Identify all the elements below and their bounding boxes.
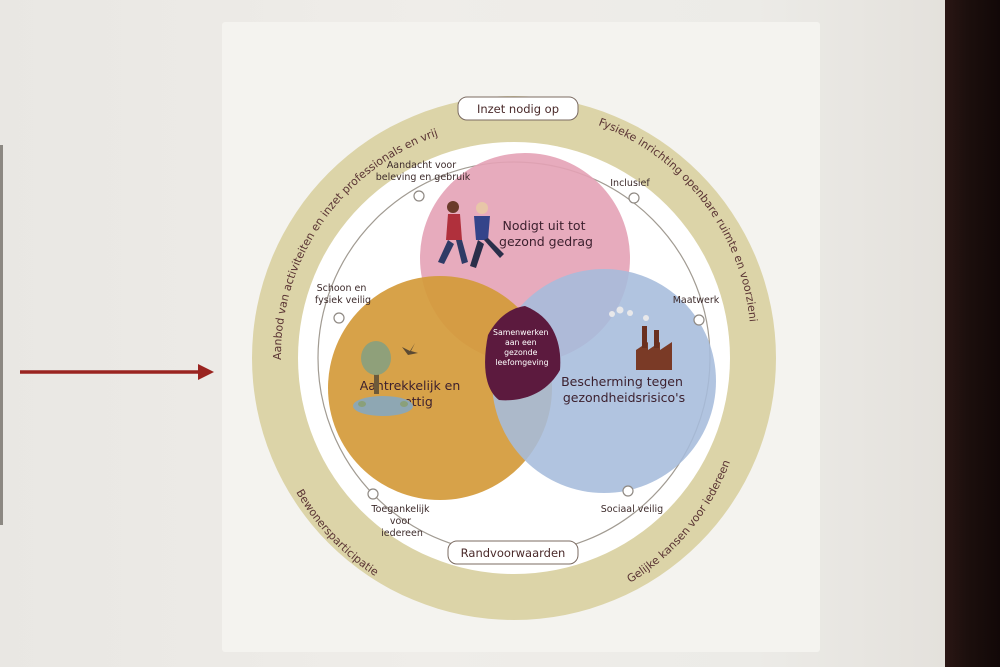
bird-icon [402, 343, 418, 355]
runners-icon [438, 201, 504, 268]
projection-screen: Inzet nodig op Randvoorwaarden Aanbod va… [0, 0, 945, 667]
marker-maatwerk [693, 314, 705, 326]
marker-aandacht [413, 190, 425, 202]
ring-markers [333, 190, 705, 500]
tree-pond-icon [353, 341, 413, 416]
circle-right-title: Bescherming tegen gezondheidsrisico's [561, 374, 687, 405]
marker-inclusief [628, 192, 640, 204]
label-aandacht: Aandacht voor beleving en gebruik [376, 160, 471, 183]
title-box-label: Inzet nodig op [477, 102, 559, 116]
venn-diagram [328, 153, 716, 500]
label-inclusief: Inclusief [610, 178, 650, 189]
healthy-environment-diagram: Inzet nodig op Randvoorwaarden Aanbod va… [0, 0, 776, 620]
center-title: Samenwerken aan een gezonde leefomgeving [493, 328, 551, 367]
label-maatwerk: Maatwerk [673, 295, 720, 306]
center-overlap [485, 306, 561, 401]
title-box: Inzet nodig op [457, 96, 579, 121]
marker-sociaal [622, 485, 634, 497]
marker-toegankelijk [367, 488, 379, 500]
label-schoon: Schoon en fysiek veilig [315, 283, 371, 306]
arrow [20, 364, 214, 380]
circle-top-title: Nodigt uit tot gezond gedrag [499, 218, 593, 249]
screen-bezel [945, 0, 1000, 667]
label-toegankelijk: Toegankelijk voor iedereen [370, 504, 432, 539]
bottom-box: Randvoorwaarden [447, 540, 579, 565]
bottom-box-label: Randvoorwaarden [461, 546, 566, 560]
marker-schoon [333, 312, 345, 324]
factory-icon [609, 306, 672, 370]
label-sociaal: Sociaal veilig [601, 504, 663, 515]
slide-left-edge [0, 145, 3, 525]
